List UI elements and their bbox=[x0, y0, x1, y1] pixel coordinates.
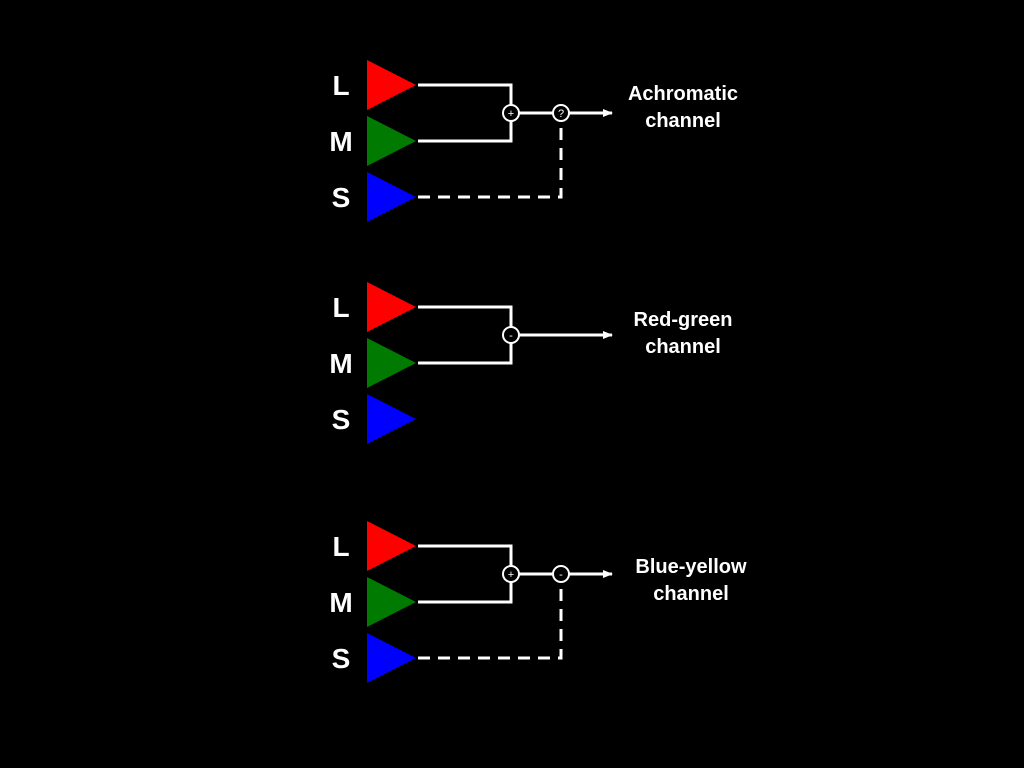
second-op: - bbox=[559, 569, 563, 581]
cone-triangle-s bbox=[367, 394, 416, 444]
wire-m bbox=[418, 582, 513, 604]
wire-m bbox=[418, 121, 513, 143]
channel-label: Achromatic channel bbox=[628, 83, 738, 132]
cone-label-l: L bbox=[332, 292, 349, 323]
cone-label-m: M bbox=[329, 348, 352, 379]
wire-l bbox=[418, 83, 513, 105]
cone-label-m: M bbox=[329, 587, 352, 618]
cone-triangle-l bbox=[367, 60, 416, 110]
wire-l bbox=[418, 305, 513, 327]
wire-l bbox=[418, 544, 513, 566]
second-op: ? bbox=[558, 108, 564, 120]
cone-triangle-s bbox=[367, 172, 416, 222]
cone-triangle-l bbox=[367, 282, 416, 332]
cone-label-l: L bbox=[332, 531, 349, 562]
panel-achromatic: LMS +? Achromatic channel bbox=[329, 60, 738, 222]
cone-label-s: S bbox=[332, 643, 351, 674]
wire-s-dashed bbox=[418, 582, 563, 660]
cone-label-s: S bbox=[332, 182, 351, 213]
channel-label-line: Blue-yellow bbox=[635, 556, 747, 578]
combiner-op: + bbox=[508, 108, 514, 120]
cone-triangle-m bbox=[367, 577, 416, 627]
cone-label-m: M bbox=[329, 126, 352, 157]
cone-triangle-m bbox=[367, 116, 416, 166]
channel-label: Blue-yellow channel bbox=[635, 556, 747, 605]
cone-label-s: S bbox=[332, 404, 351, 435]
combiner-op: + bbox=[508, 569, 514, 581]
panel-red-green: LMS - Red-green channel bbox=[329, 282, 732, 444]
cone-triangle-s bbox=[367, 633, 416, 683]
channel-label-line: channel bbox=[645, 336, 721, 358]
cone-label-l: L bbox=[332, 70, 349, 101]
channel-label-line: Achromatic bbox=[628, 83, 738, 105]
channel-label-line: Red-green bbox=[634, 309, 733, 331]
wire-m bbox=[418, 343, 513, 365]
combiner-op: - bbox=[509, 330, 513, 342]
panel-blue-yellow: LMS + - Blue-yellow channel bbox=[329, 521, 747, 683]
wire-s-dashed bbox=[418, 121, 563, 199]
channel-label: Red-green channel bbox=[634, 309, 733, 358]
channel-label-line: channel bbox=[653, 583, 729, 605]
cone-triangle-l bbox=[367, 521, 416, 571]
channel-label-line: channel bbox=[645, 110, 721, 132]
cone-triangle-m bbox=[367, 338, 416, 388]
